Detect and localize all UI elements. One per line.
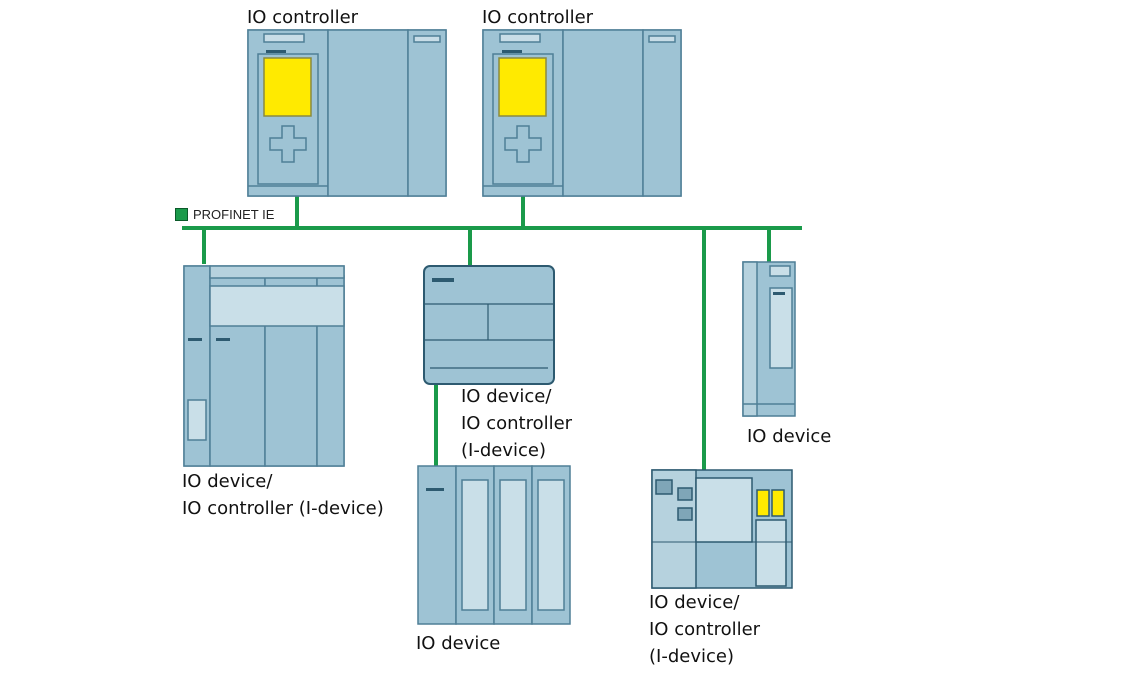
label-line: IO device — [416, 633, 501, 654]
network-lines — [182, 196, 802, 470]
label-line: IO device/ — [461, 386, 552, 407]
device-ctrl2 — [482, 29, 682, 197]
label-line: IO controller — [461, 413, 573, 434]
label-line: IO device/ — [649, 592, 740, 613]
device-label-idev2: IO device/ IO controller (I-device) — [461, 383, 572, 464]
device-label-ctrl1: IO controller — [247, 4, 358, 31]
network-name: PROFINET IE — [193, 207, 275, 222]
module-display — [756, 489, 770, 517]
device-iodev2 — [742, 261, 796, 417]
label-line: IO controller (I-device) — [182, 498, 384, 519]
device-label-iodev2: IO device — [747, 423, 831, 450]
label-line: IO device/ — [182, 471, 273, 492]
device-label-idev3: IO device/ IO controller (I-device) — [649, 589, 760, 670]
label-line: IO device — [747, 426, 832, 447]
device-idev2 — [423, 265, 555, 385]
network-legend: PROFINET IE — [175, 207, 274, 222]
device-label-iodev1: IO device — [416, 630, 500, 657]
label-line: IO controller — [247, 7, 359, 28]
label-line: (I-device) — [649, 646, 734, 667]
device-ctrl1 — [247, 29, 447, 197]
device-idev1 — [183, 265, 345, 467]
label-line: IO controller — [649, 619, 761, 640]
device-label-idev1: IO device/ IO controller (I-device) — [182, 468, 384, 522]
label-line: IO controller — [482, 7, 594, 28]
cpu-display — [263, 57, 312, 117]
device-iodev1 — [417, 465, 571, 625]
profinet-swatch-icon — [175, 208, 188, 221]
device-label-ctrl2: IO controller — [482, 4, 593, 31]
cpu-display — [498, 57, 547, 117]
device-idev3 — [651, 469, 793, 589]
label-line: (I-device) — [461, 440, 546, 461]
module-display — [771, 489, 785, 517]
